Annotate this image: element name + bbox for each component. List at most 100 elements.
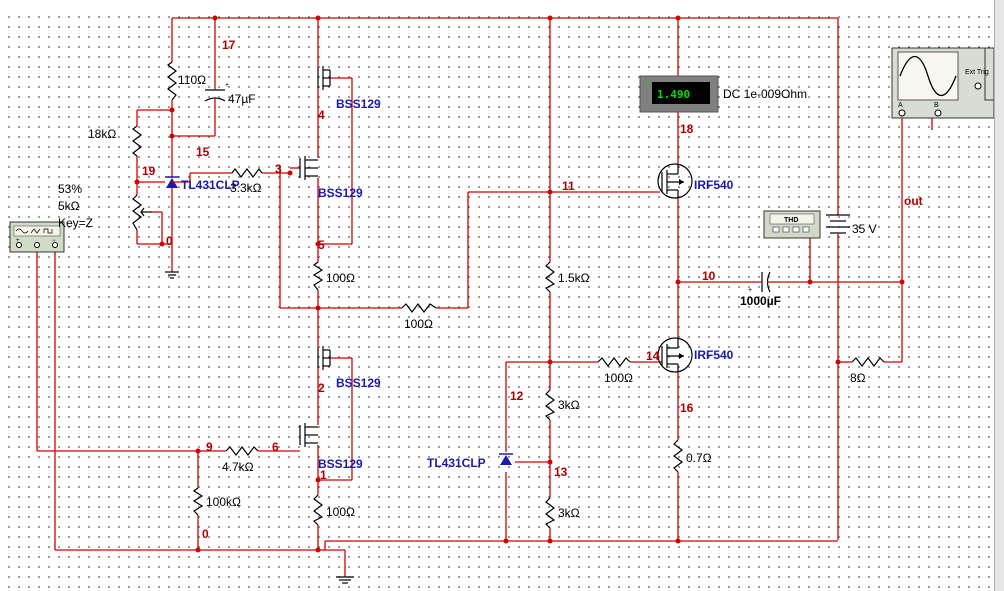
ground-icon [165,271,179,279]
tl431-top-symbol [165,176,190,188]
label-r33k: 3.3kΩ [230,181,262,195]
resistor-1k5-symbol [544,261,556,293]
resistor-0r7-symbol [673,439,683,473]
node-13: 13 [554,465,568,479]
label-pot-val: 5kΩ [58,199,80,213]
function-generator-icon[interactable]: + − [9,221,65,253]
node-10: 10 [702,269,716,283]
label-vsrc: 35 V [852,222,877,236]
label-r07: 0.7Ω [686,451,712,465]
label-pot-pct: 53% [58,182,82,196]
label-r18k: 18kΩ [88,127,116,141]
resistor-100-a-symbol [312,261,324,291]
resistor-110-symbol [167,61,177,101]
label-irf540-top: IRF540 [694,178,734,192]
node-2: 2 [318,381,325,395]
node-5: 5 [318,238,325,252]
bss129-1-symbol [317,66,331,90]
label-r8: 8Ω [850,371,866,385]
node-14: 14 [646,349,660,363]
label-r100-b: 100Ω [404,317,433,331]
ground-icon [336,576,354,584]
resistor-100-b-symbol [401,303,437,313]
label-r15k: 1.5kΩ [558,271,590,285]
capacitor-47uf-symbol: + [204,82,229,105]
thd-label: THD [784,217,798,224]
resistor-3k3-symbol [231,168,263,178]
label-meter-mode: DC 1e-009Ohm [723,87,807,101]
resistor-100-c-symbol [312,494,324,526]
label-r100-a: 100Ω [326,271,355,285]
node-17: 17 [222,38,236,52]
node-3: 3 [275,162,282,176]
label-cap1000: 1000µF [740,294,781,308]
label-r100-d: 100Ω [604,371,633,385]
node-6: 6 [272,440,279,454]
resistor-3k-b-symbol [544,497,556,529]
resistor-100-d-symbol [597,357,631,367]
battery-symbol[interactable] [826,214,850,240]
wires [36,17,933,577]
label-bss129-2: BSS129 [318,186,363,200]
label-pot-key: Key=Z [58,216,93,230]
scope-a-label: A [898,102,903,109]
scope-trig-label: Ext Trig [965,69,989,76]
label-r110: 110Ω [178,73,206,87]
meter-readout: 1.490 [657,88,690,101]
component-labels: 110Ω 47µF 18kΩ 53% 5kΩ Key=Z TL431CLP 3.… [58,73,923,520]
tl431-bottom-symbol [499,453,513,465]
node-1: 1 [320,468,327,482]
svg-text:+: + [225,82,229,89]
resistor-8-symbol [851,357,885,367]
svg-text:+: + [748,287,752,294]
label-tl431-bottom: TL431CLP [427,456,486,470]
irf540-top-symbol [657,163,693,199]
canvas-top-margin [0,0,994,14]
svg-text:−: − [52,238,56,244]
ground-symbols [165,271,354,584]
resistor-3k-a-symbol [544,389,556,421]
node-12: 12 [510,389,524,403]
bss129-4-symbol [299,423,318,447]
oscilloscope-icon[interactable]: Ext Trig A B [891,47,994,119]
vertical-scrollbar[interactable] [994,0,1004,591]
resistor-4k7-symbol [225,446,259,456]
label-r100-c: 100Ω [326,505,355,519]
label-r3k-b: 3kΩ [558,506,580,520]
mosfets-irf540[interactable] [657,163,693,373]
capacitor-1000uf-symbol: + [748,271,772,294]
tl431-regulators[interactable] [165,176,513,465]
node-11: 11 [562,179,575,193]
label-cap47: 47µF [228,92,256,106]
irf540-bottom-symbol [657,337,693,373]
junctions [134,15,905,553]
node-18: 18 [680,122,694,136]
scope-b-label: B [934,102,939,109]
node-0-top: 0 [166,234,173,248]
label-r3k-a: 3kΩ [558,398,580,412]
label-r47k: 4.7kΩ [222,460,254,474]
node-0-bottom: 0 [202,527,209,541]
bss129-2-symbol [299,156,318,180]
label-tl431-top: TL431CLP [181,178,240,192]
resistor-100k-symbol [192,487,204,516]
mosfets-bss129[interactable] [299,66,331,447]
multimeter-icon[interactable]: 1.490 + [639,75,719,113]
label-irf540-bottom: IRF540 [694,348,734,362]
thd-analyzer-icon[interactable]: THD [763,210,821,239]
node-16: 16 [680,401,694,415]
bss129-3-symbol [317,346,331,370]
potentiometer-symbol [132,194,142,231]
node-15: 15 [196,145,210,159]
label-bss129-3: BSS129 [336,376,381,390]
svg-text:+: + [16,238,20,244]
node-4: 4 [318,108,325,122]
label-bss129-1: BSS129 [336,97,381,111]
resistor-18k-symbol [132,125,142,157]
svg-text:+: + [646,80,650,86]
node-numbers: 17 15 19 3 4 5 0 11 18 10 14 16 12 13 2 … [142,38,716,541]
resistors[interactable] [132,61,885,529]
capacitors[interactable]: + + [204,82,772,294]
